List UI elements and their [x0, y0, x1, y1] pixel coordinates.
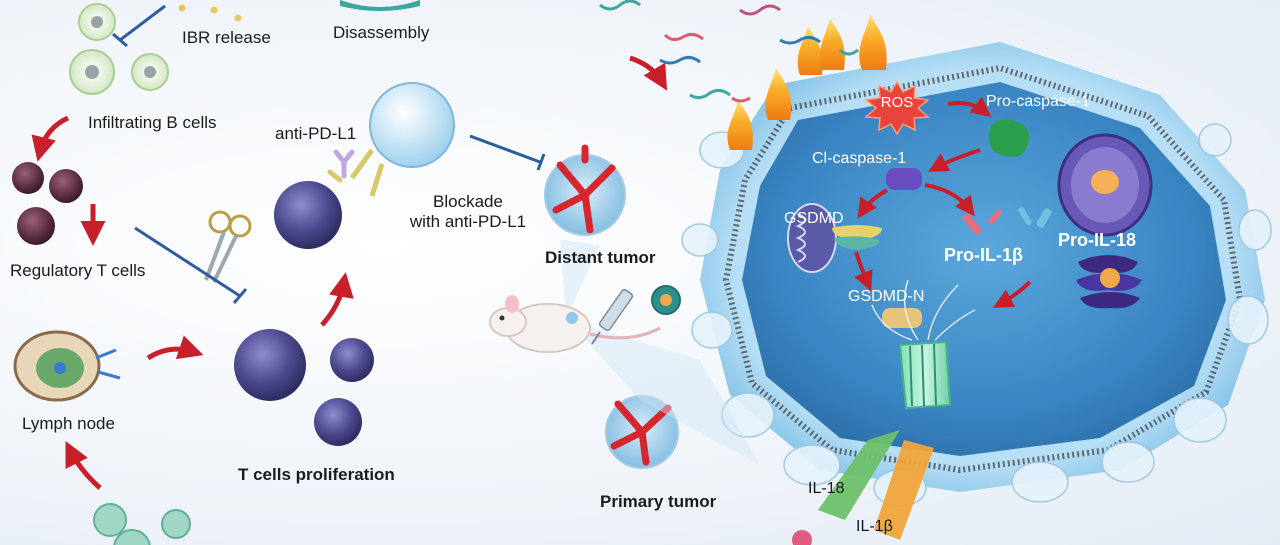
nanoparticle-icon [651, 285, 681, 315]
label-lymph-node: Lymph node [22, 414, 115, 433]
label-pro-il-18: Pro-IL-18 [1058, 230, 1137, 250]
lymph-node-icon [13, 330, 121, 402]
golgi-icon [1076, 255, 1142, 309]
b-cell-icon [69, 3, 169, 95]
label-ibr-release: IBR release [182, 28, 271, 47]
label-il-1b: IL-1β [856, 518, 893, 535]
label-il-18: IL-18 [808, 480, 845, 497]
ros-burst-icon [864, 80, 930, 136]
nucleus-icon [1057, 133, 1153, 237]
cl-caspase-1-protein [886, 168, 922, 190]
regulatory-t-cell-icon [12, 162, 83, 245]
nanoparticle-icon [340, 0, 420, 11]
membrane-vesicles [681, 123, 1272, 507]
pro-caspase-1-protein [988, 119, 1029, 157]
tumor-icon [544, 144, 679, 469]
label-primary-tumor: Primary tumor [600, 492, 717, 511]
inhibition-lines [112, 4, 546, 304]
label-blockade: Blockade with anti-PD-L1 [393, 192, 543, 231]
label-disassembly: Disassembly [333, 23, 430, 42]
ibr-particles [178, 4, 242, 22]
label-pro-caspase-1: Pro-caspase-1 [986, 93, 1091, 110]
label-blockade-line2: with anti-PD-L1 [409, 211, 527, 231]
label-anti-pd-l1: anti-PD-L1 [275, 124, 357, 143]
t-cell-icon [234, 181, 374, 446]
gsdmd-n-protein [882, 308, 922, 328]
label-gsdmd: GSDMD [784, 210, 844, 227]
label-blockade-line1: Blockade [433, 192, 503, 211]
pro-il-1b-fragments [962, 206, 1052, 235]
pore-icon [871, 279, 976, 410]
label-distant-tumor: Distant tumor [545, 248, 656, 267]
flame-icon [727, 14, 887, 150]
label-t-cells-proliferation: T cells proliferation [238, 465, 395, 484]
label-infiltrating-b-cells: Infiltrating B cells [88, 113, 217, 132]
pathway-arrows [854, 96, 1032, 308]
cytokine-release [792, 430, 934, 545]
antibody-icon [327, 149, 355, 183]
syringe-icon [591, 288, 634, 345]
dendritic-cell [369, 82, 455, 168]
scissors-icon [204, 210, 252, 283]
gsdmd-protein [832, 225, 882, 250]
label-regulatory-t-cells: Regulatory T cells [10, 261, 146, 280]
peptide-chains [599, 0, 859, 103]
mouse-icon [489, 295, 661, 353]
label-ros: ROS [880, 94, 914, 111]
label-gsdmd-n: GSDMD-N [848, 288, 925, 305]
label-cl-caspase-1: Cl-caspase-1 [812, 150, 907, 167]
label-pro-il-1b: Pro-IL-1β [944, 245, 1023, 265]
flow-arrows [31, 55, 668, 490]
cell-cluster [93, 503, 191, 545]
